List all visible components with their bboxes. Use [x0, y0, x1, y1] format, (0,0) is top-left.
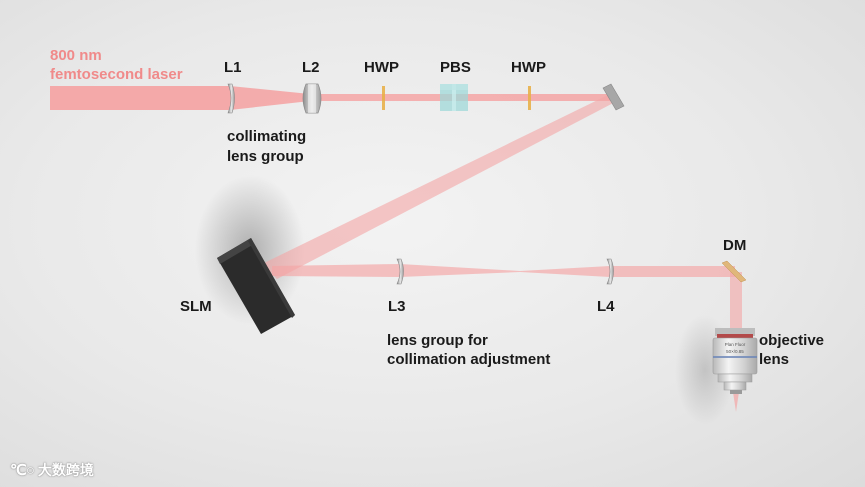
beam-to-l4 — [520, 266, 610, 277]
watermark-text: 大数跨境 — [37, 462, 94, 478]
lens-l1 — [227, 83, 235, 114]
annotation-adjust-1: lens group for — [387, 332, 488, 349]
watermark: ℃○ 大数跨境 — [10, 460, 94, 480]
beam-slm-to-l3 — [272, 264, 400, 277]
annotation-objective-2: lens — [759, 351, 790, 368]
annotation-objective-1: objective — [759, 332, 825, 349]
watermark-logo-icon: ℃○ — [10, 462, 35, 479]
label-hwp-1: HWP — [364, 59, 399, 76]
hwp-2 — [528, 86, 531, 110]
lens-l3 — [396, 258, 404, 285]
laser-label-line1: 800 nm — [50, 47, 102, 64]
annotation-collimating-2: lens group — [227, 148, 304, 165]
beam-l1-l2 — [230, 86, 310, 110]
laser-label-line2: femtosecond laser — [50, 66, 183, 83]
beam-l4-to-dm — [610, 266, 735, 277]
beam-l3-focus — [400, 264, 520, 277]
beam-dm-down — [730, 272, 742, 330]
label-l2: L2 — [302, 59, 320, 76]
dichroic-mirror — [721, 260, 747, 283]
objective-lens: Plan Fluor 50×/0.85 — [712, 328, 758, 394]
lens-l4 — [606, 258, 614, 285]
objective-marking-1: Plan Fluor — [725, 342, 746, 347]
label-hwp-2: HWP — [511, 59, 546, 76]
label-l1: L1 — [224, 59, 242, 76]
beam-mirror-to-slm — [262, 93, 619, 279]
label-dm: DM — [723, 237, 747, 254]
hwp-1 — [382, 86, 385, 110]
mirror — [602, 83, 625, 111]
lens-l2 — [302, 83, 322, 114]
label-slm: SLM — [180, 298, 212, 315]
beam-focus-out — [733, 392, 739, 412]
beam-input — [50, 86, 230, 110]
label-pbs: PBS — [440, 59, 471, 76]
pbs-cube — [440, 84, 468, 111]
annotation-adjust-2: collimation adjustment — [387, 351, 551, 368]
label-l4: L4 — [597, 298, 615, 315]
objective-marking-2: 50×/0.85 — [726, 349, 744, 354]
annotation-collimating-1: collimating — [227, 128, 307, 145]
slm-device — [217, 238, 295, 334]
laser-beam — [50, 86, 742, 412]
label-l3: L3 — [388, 298, 406, 315]
